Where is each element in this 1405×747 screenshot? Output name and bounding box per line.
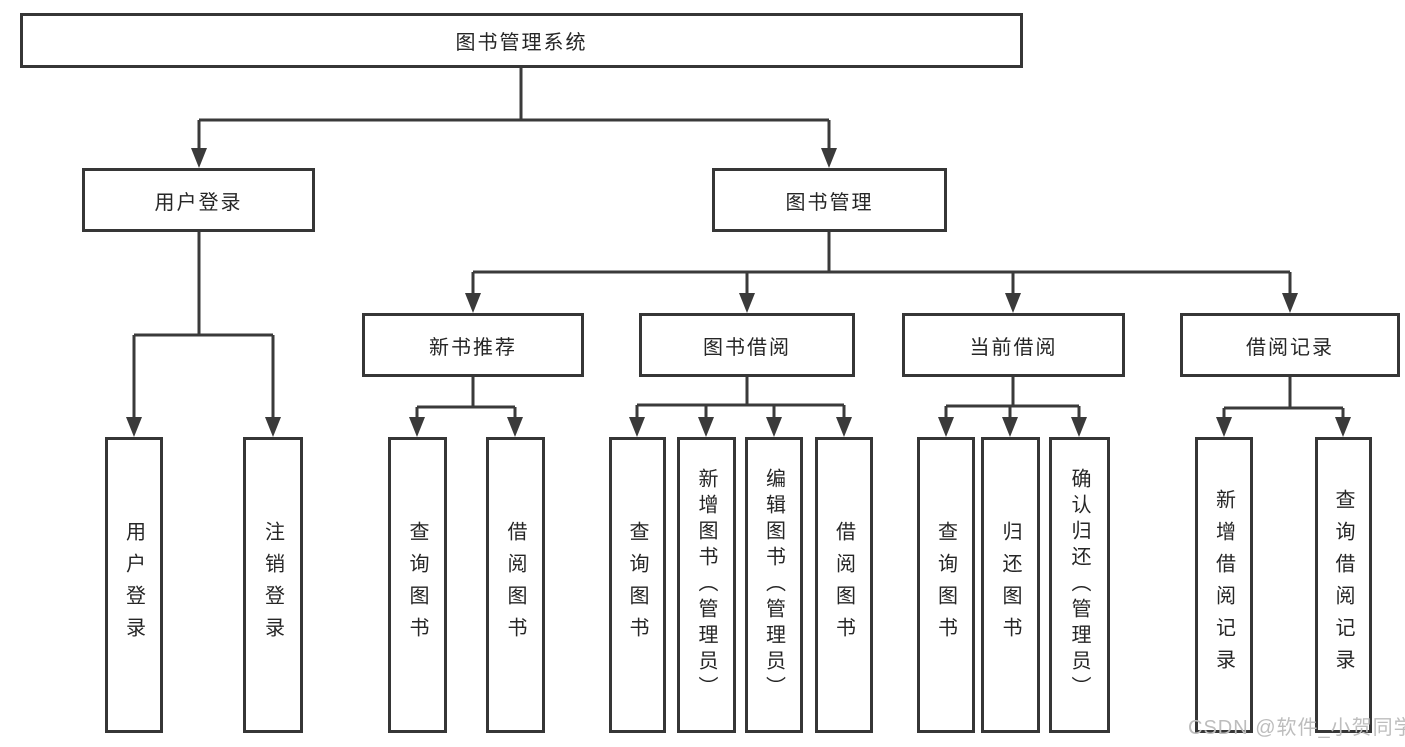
leaf-confirm-return-admin: 确认归还（管理员） [1049, 437, 1110, 733]
leaf-query-books-recommend: 查询图书 [388, 437, 447, 733]
node-new-book-recommend: 新书推荐 [362, 313, 584, 377]
leaf-logout: 注销登录 [243, 437, 303, 733]
node-user-login: 用户登录 [82, 168, 315, 232]
node-library-system: 图书管理系统 [20, 13, 1023, 68]
leaf-borrow-books-recommend: 借阅图书 [486, 437, 545, 733]
leaf-return-books: 归还图书 [981, 437, 1040, 733]
leaf-query-books-borrowing: 查询图书 [609, 437, 666, 733]
arrowheads [126, 148, 1351, 437]
leaf-query-books-current: 查询图书 [917, 437, 975, 733]
node-book-management: 图书管理 [712, 168, 947, 232]
leaf-user-login: 用户登录 [105, 437, 163, 733]
leaf-query-borrow-record: 查询借阅记录 [1315, 437, 1372, 733]
node-current-borrowing: 当前借阅 [902, 313, 1125, 377]
leaf-add-books-admin: 新增图书（管理员） [677, 437, 736, 733]
csdn-watermark: CSDN @软件_小贺同学 [1188, 717, 1405, 739]
node-book-borrowing: 图书借阅 [639, 313, 855, 377]
node-borrowing-records: 借阅记录 [1180, 313, 1400, 377]
leaf-borrow-books-borrowing: 借阅图书 [815, 437, 873, 733]
leaf-edit-books-admin: 编辑图书（管理员） [745, 437, 803, 733]
leaf-add-borrow-record: 新增借阅记录 [1195, 437, 1253, 733]
